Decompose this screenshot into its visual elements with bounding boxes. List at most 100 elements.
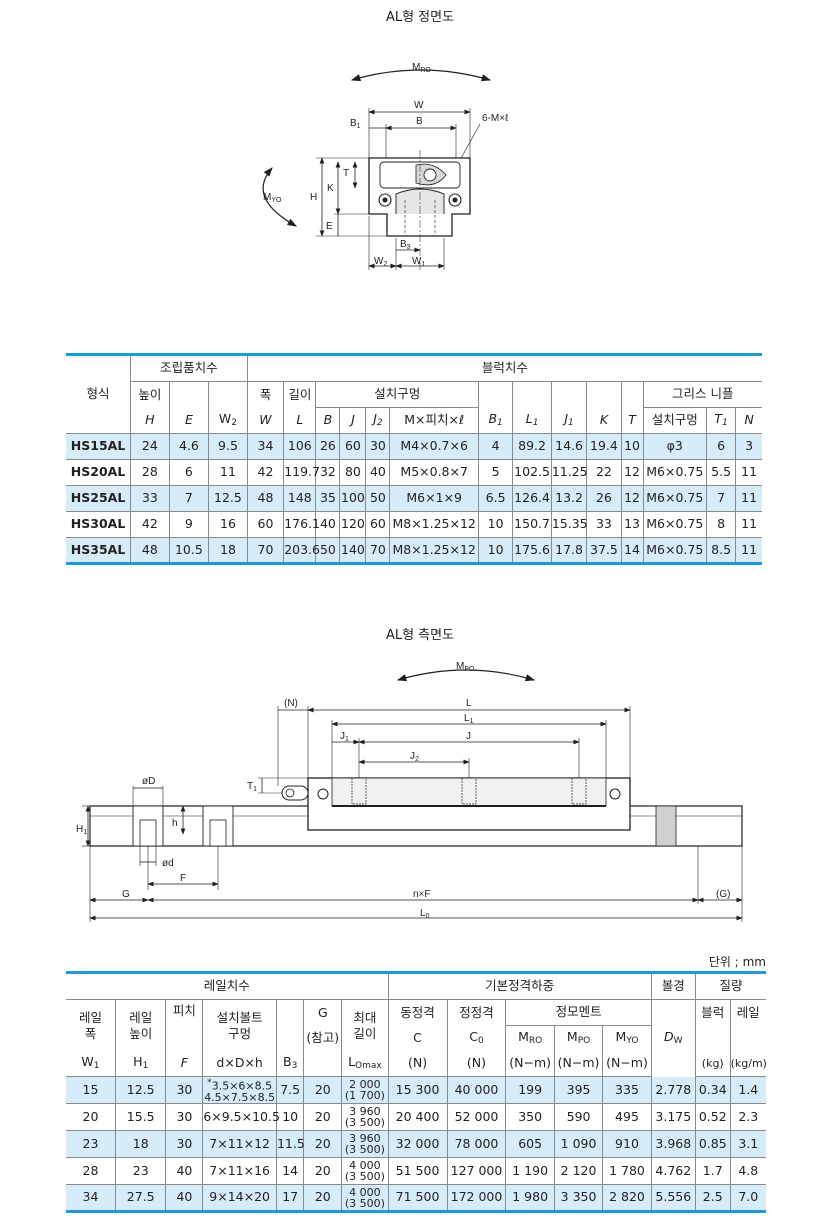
table-cell: 23	[115, 1157, 167, 1185]
table-cell: 35	[315, 485, 341, 512]
table-cell: 20	[303, 1184, 343, 1212]
table-cell: 119.7	[283, 459, 320, 486]
table-cell: 30	[165, 1076, 204, 1104]
table-cell: 19.4	[586, 433, 622, 460]
table-cell: 395	[554, 1076, 604, 1104]
rail-header: 레일치수	[66, 972, 389, 1000]
table-cell: 100	[339, 485, 367, 512]
table-cell: 495	[602, 1103, 652, 1131]
table-cell: 78 000	[447, 1130, 507, 1158]
table-cell: 48	[130, 537, 170, 564]
front-view-drawing: MRO W B1 B 6-M×ℓ H K T E MYO B3 W2 W1	[262, 62, 509, 270]
sym-w: W	[247, 407, 285, 434]
unit-nm2: (N−m)	[554, 1051, 604, 1077]
table-cell: 1.4	[730, 1076, 766, 1104]
sym-h1: H1	[115, 1051, 167, 1077]
table-cell: 33	[586, 511, 622, 538]
h-label-side: h	[172, 818, 178, 829]
sym-k: K	[586, 407, 622, 434]
table-cell: 15.35	[551, 511, 588, 538]
table-cell: 20	[303, 1157, 343, 1185]
table-cell: M8×1.25×12	[389, 511, 479, 538]
unit-label: 단위 ; mm	[708, 955, 766, 969]
max-length-header: 최대 길이	[341, 999, 389, 1051]
table-cell: 33	[130, 485, 170, 512]
table-cell: 10	[478, 537, 514, 564]
table-cell: 4 000(3 500)	[341, 1157, 389, 1185]
table-cell: 1 780	[602, 1157, 652, 1185]
ball-header: 볼경	[651, 972, 696, 1000]
table-cell: 28	[66, 1157, 116, 1185]
sym-w1: W1	[66, 1051, 116, 1077]
load-header: 기본정격하중	[388, 972, 652, 1000]
table-cell: 89.2	[512, 433, 552, 460]
table-cell: 15	[66, 1076, 116, 1104]
d-label: ød	[162, 858, 174, 869]
table-cell: 6	[706, 433, 737, 460]
table-cell: 3 350	[554, 1184, 604, 1212]
sym-dw: DW	[651, 999, 696, 1077]
table-cell: 10	[478, 511, 514, 538]
sym-m: M×피치×ℓ	[389, 407, 479, 434]
table-cell: 50	[315, 537, 341, 564]
table-cell: 15.5	[115, 1103, 167, 1131]
side-view-drawing: MPO (N) L L1 J1 J J2 T1 øD H1 h	[76, 661, 743, 922]
table-cell: 0.34	[695, 1076, 731, 1104]
table-cell: 1 980	[505, 1184, 555, 1212]
table-cell: 3.968	[651, 1130, 696, 1158]
table-cell: 4.8	[730, 1157, 766, 1185]
table-cell: 14	[621, 537, 644, 564]
j1-label: J1	[340, 731, 349, 743]
table-cell: 60	[365, 511, 391, 538]
model-cell: HS25AL	[66, 485, 132, 512]
sym-w2: W2	[208, 407, 248, 434]
table-cell: 605	[505, 1130, 555, 1158]
table-cell: 10.5	[169, 537, 210, 564]
table-cell: 350	[505, 1103, 555, 1131]
table-cell: 26	[315, 433, 341, 460]
sym-b3: B3	[276, 1051, 305, 1077]
table-cell: M6×0.75	[643, 459, 708, 486]
myo-label: MYO	[263, 192, 282, 204]
table-cell: 11	[735, 537, 762, 564]
nf-label: n×F	[413, 889, 431, 900]
table-cell: 80	[339, 459, 367, 486]
sym-j2: J2	[365, 407, 391, 434]
sym-j1: J1	[551, 407, 588, 434]
bolt-hole-header: 설치볼트 구멍	[202, 999, 277, 1051]
e-label: E	[326, 221, 333, 232]
table-cell: 60	[339, 433, 367, 460]
table-cell: 106	[283, 433, 317, 460]
table-cell: 140	[339, 537, 367, 564]
n-label: (N)	[284, 698, 298, 709]
table-cell: 20	[303, 1103, 343, 1131]
table-cell: 8.5	[706, 537, 737, 564]
sym-ddh: d×D×h	[202, 1051, 277, 1077]
w-label: W	[414, 100, 424, 111]
model-cell: HS15AL	[66, 433, 132, 460]
sym-l1: L1	[512, 407, 552, 434]
width-header: 폭	[247, 381, 285, 408]
unit-n1: (N)	[388, 1051, 448, 1077]
table-cell: 12.5	[115, 1076, 167, 1104]
table-cell: 7	[706, 485, 737, 512]
pitch-header: 피치	[165, 999, 204, 1051]
table-cell: 20 400	[388, 1103, 448, 1131]
od-label: øD	[142, 776, 155, 787]
table-cell: 3.175	[651, 1103, 696, 1131]
unit-n2: (N)	[447, 1051, 507, 1077]
table-cell: 34	[66, 1184, 116, 1212]
sym-j: J	[339, 407, 367, 434]
mass-header: 질량	[695, 972, 766, 1000]
table-cell: 6	[169, 459, 210, 486]
table-cell: 590	[554, 1103, 604, 1131]
table-cell: 9×14×20	[202, 1184, 277, 1212]
l1-label: L1	[464, 713, 474, 725]
sym-b1: B1	[478, 407, 514, 434]
table-cell: 148	[283, 485, 317, 512]
table-cell: 12	[621, 485, 644, 512]
height-header: 높이	[130, 381, 170, 408]
